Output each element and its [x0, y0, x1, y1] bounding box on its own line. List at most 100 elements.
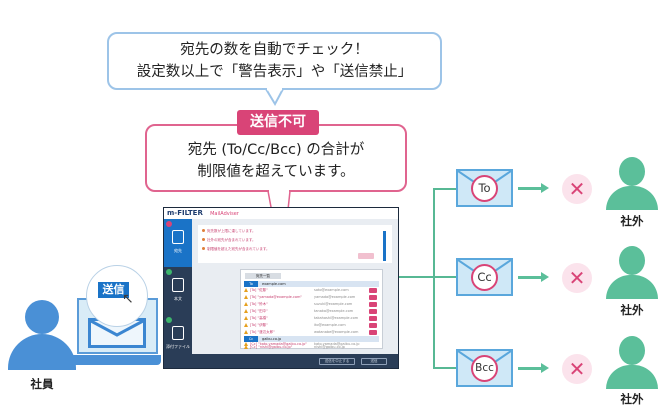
arrow-line [518, 367, 542, 370]
blocked-x-icon: ✕ [562, 354, 592, 384]
cc-field-label: Cc [471, 264, 498, 291]
remove-recipient-button[interactable] [369, 323, 377, 328]
warning-panel: 宛先数が上限に達しています。 社外の宛先が含まれています。 制限値を超えた宛先が… [198, 225, 392, 263]
scrollbar[interactable] [383, 231, 386, 261]
external-label: 社外 [620, 303, 644, 317]
callout-line-2: 設定数以上で「警告表示」や「送信禁止」 [136, 64, 413, 80]
recipient-row: [To] "鈴木"suzuki@example.com [244, 301, 379, 308]
recipient-list-panel: 宛先一覧 To example.com [To] "佐藤"sato@exampl… [240, 269, 383, 349]
blocked-x-icon: ✕ [562, 263, 592, 293]
warning-triangle-icon [244, 295, 248, 299]
laptop-base [63, 355, 161, 365]
connector-line [433, 188, 435, 368]
attachment-file-icon [172, 326, 184, 340]
blocked-x-icon: ✕ [562, 174, 592, 204]
warning-dot-icon [202, 238, 205, 241]
app-header: m-FILTER MailAdviser [164, 208, 398, 219]
recipient-row: [To] "田中"tanaka@example.com [244, 308, 379, 315]
address-card-icon [172, 230, 184, 244]
employee-label: 社員 [30, 377, 54, 391]
sidebar-item-label: 本文 [174, 296, 182, 301]
remove-recipient-button[interactable] [369, 330, 377, 335]
recipient-row: [Cc] "kato.yamada@gaibu.co.jp"kato.yamad… [244, 342, 379, 346]
connector-line [399, 276, 433, 278]
warning-triangle-icon [244, 302, 248, 306]
warning-triangle-icon [244, 330, 248, 334]
app-sidebar: 宛先 本文 添付ファイル [164, 219, 192, 368]
recipient-row: [To] "yamada@example.com"yamada@example.… [244, 294, 379, 301]
send-button[interactable]: 送信 [361, 358, 387, 365]
remove-recipient-button[interactable] [369, 295, 377, 300]
send-chip[interactable]: 送信 [98, 282, 129, 298]
warning-triangle-icon [244, 309, 248, 313]
sidebar-item-attachments[interactable]: 添付ファイル [164, 315, 192, 363]
recipient-field-tag: To [244, 281, 258, 287]
remove-recipient-button[interactable] [369, 302, 377, 307]
arrow-right-icon [541, 272, 549, 282]
external-label: 社外 [620, 392, 644, 406]
remove-recipient-button[interactable] [369, 316, 377, 321]
sidebar-item-body[interactable]: 本文 [164, 267, 192, 315]
document-icon [172, 278, 184, 292]
app-logo: m-FILTER [167, 209, 203, 217]
app-main: 宛先数が上限に達しています。 社外の宛先が含まれています。 制限値を超えた宛先が… [192, 219, 398, 368]
send-blocked-badge: 送信不可 [237, 110, 319, 135]
recipient-domain: gaibu.co.jp [262, 337, 282, 341]
feature-callout: 宛先の数を自動でチェック！ 設定数以上で「警告表示」や「送信禁止」 [107, 32, 442, 90]
error-callout-line-1: 宛先 (To/Cc/Bcc) の合計が [187, 142, 365, 158]
callout-line-1: 宛先の数を自動でチェック！ [180, 42, 369, 58]
app-subtitle: MailAdviser [210, 211, 239, 217]
warning-row: 社外の宛先が含まれています。 [202, 236, 378, 245]
recipient-group-header: Cc gaibu.co.jp [244, 336, 379, 342]
remove-recipient-button[interactable] [369, 288, 377, 293]
to-field-label: To [471, 175, 498, 202]
recipient-domain: example.com [262, 282, 286, 286]
arrow-right-icon [541, 183, 549, 193]
warning-row: 宛先数が上限に達しています。 [202, 227, 378, 236]
bcc-field-label: Bcc [471, 355, 498, 382]
employee-person-icon [25, 300, 59, 334]
cancel-send-button[interactable]: 送信を中止する [319, 358, 355, 365]
warning-triangle-icon [244, 316, 248, 320]
recipient-row: [To] "渡辺太郎"watanabe@example.com [244, 329, 379, 336]
sidebar-item-label: 添付ファイル [166, 344, 190, 349]
mail-adviser-window: m-FILTER MailAdviser 宛先 本文 添付ファイル 宛先数が上限… [163, 207, 399, 369]
recipient-row: [To] "高橋"takahashi@example.com [244, 315, 379, 322]
connector-line [433, 367, 457, 369]
bcc-envelope-icon: Bcc [456, 349, 513, 387]
recipient-group-header: To example.com [244, 281, 379, 287]
external-person-icon [619, 336, 645, 365]
warning-confirm-button[interactable] [358, 253, 374, 259]
warning-triangle-icon [244, 345, 248, 349]
warning-triangle-icon [244, 323, 248, 327]
connector-line [433, 276, 457, 278]
recipient-field-tag: Cc [244, 336, 258, 342]
warning-triangle-icon [244, 288, 248, 292]
connector-line [433, 188, 457, 190]
cc-envelope-icon: Cc [456, 258, 513, 296]
recipient-row: [To] "佐藤"sato@example.com [244, 287, 379, 294]
arrow-line [518, 276, 542, 279]
recipient-row: [To] "伊藤"ito@example.com [244, 322, 379, 329]
external-person-icon [619, 246, 645, 275]
warning-triangle-icon [244, 342, 248, 346]
status-dot [166, 317, 172, 323]
error-callout-line-2: 制限値を超えています。 [197, 164, 355, 180]
recipient-list-title: 宛先一覧 [245, 273, 281, 279]
arrow-right-icon [541, 363, 549, 373]
status-dot [166, 221, 172, 227]
warning-row: 制限値を超えた宛先が含まれています。 [202, 245, 378, 254]
sidebar-item-recipients[interactable]: 宛先 [164, 219, 192, 267]
remove-recipient-button[interactable] [369, 309, 377, 314]
external-person-icon [619, 157, 645, 186]
arrow-line [518, 187, 542, 190]
sidebar-item-label: 宛先 [174, 248, 182, 253]
external-label: 社外 [620, 214, 644, 228]
mouse-cursor-icon: ↖ [122, 291, 134, 307]
app-footer: 送信を中止する 送信 [192, 354, 398, 368]
status-dot [166, 269, 172, 275]
warning-dot-icon [202, 229, 205, 232]
warning-dot-icon [202, 247, 205, 250]
recipient-row: [Cc] "nishi@gaibu.co.jp"nishi@gaibu.co.j… [244, 345, 379, 349]
